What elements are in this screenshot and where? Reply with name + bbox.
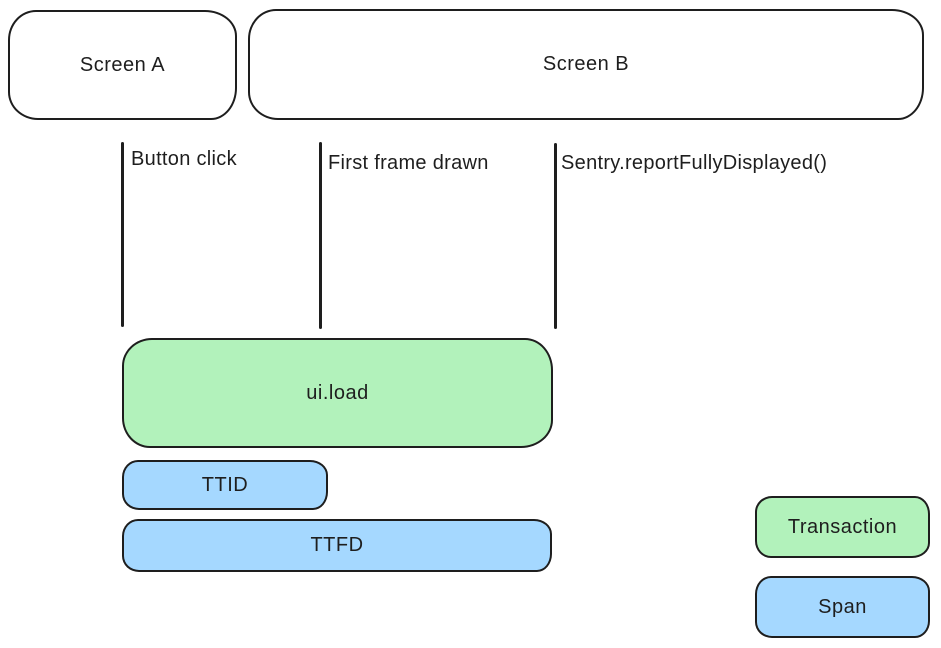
marker-label-button-click: Button click [131,148,237,170]
ttfd-bar-label: TTFD [310,534,364,556]
marker-label-first-frame-drawn: First frame drawn [328,152,489,174]
screen-b-box: Screen B [248,9,924,120]
transaction-bar-label: ui.load [306,381,369,404]
marker-label-report-fully-displayed: Sentry.reportFullyDisplayed() [561,152,828,174]
legend-span-swatch: Span [755,576,930,638]
marker-line-report-fully-displayed [554,143,557,329]
marker-line-first-frame-drawn [319,142,322,329]
span-bar-ttid: TTID [122,460,328,510]
legend-span-label: Span [818,595,867,618]
screen-b-label: Screen B [542,53,630,75]
screen-a-label: Screen A [79,53,166,76]
transaction-bar-ui-load: ui.load [122,338,553,448]
marker-line-button-click [121,142,124,327]
span-bar-ttfd: TTFD [122,519,552,572]
screen-a-box: Screen A [8,10,237,120]
ttid-bar-label: TTID [201,473,249,496]
legend-transaction-swatch: Transaction [755,496,930,558]
legend-transaction-label: Transaction [787,515,898,538]
